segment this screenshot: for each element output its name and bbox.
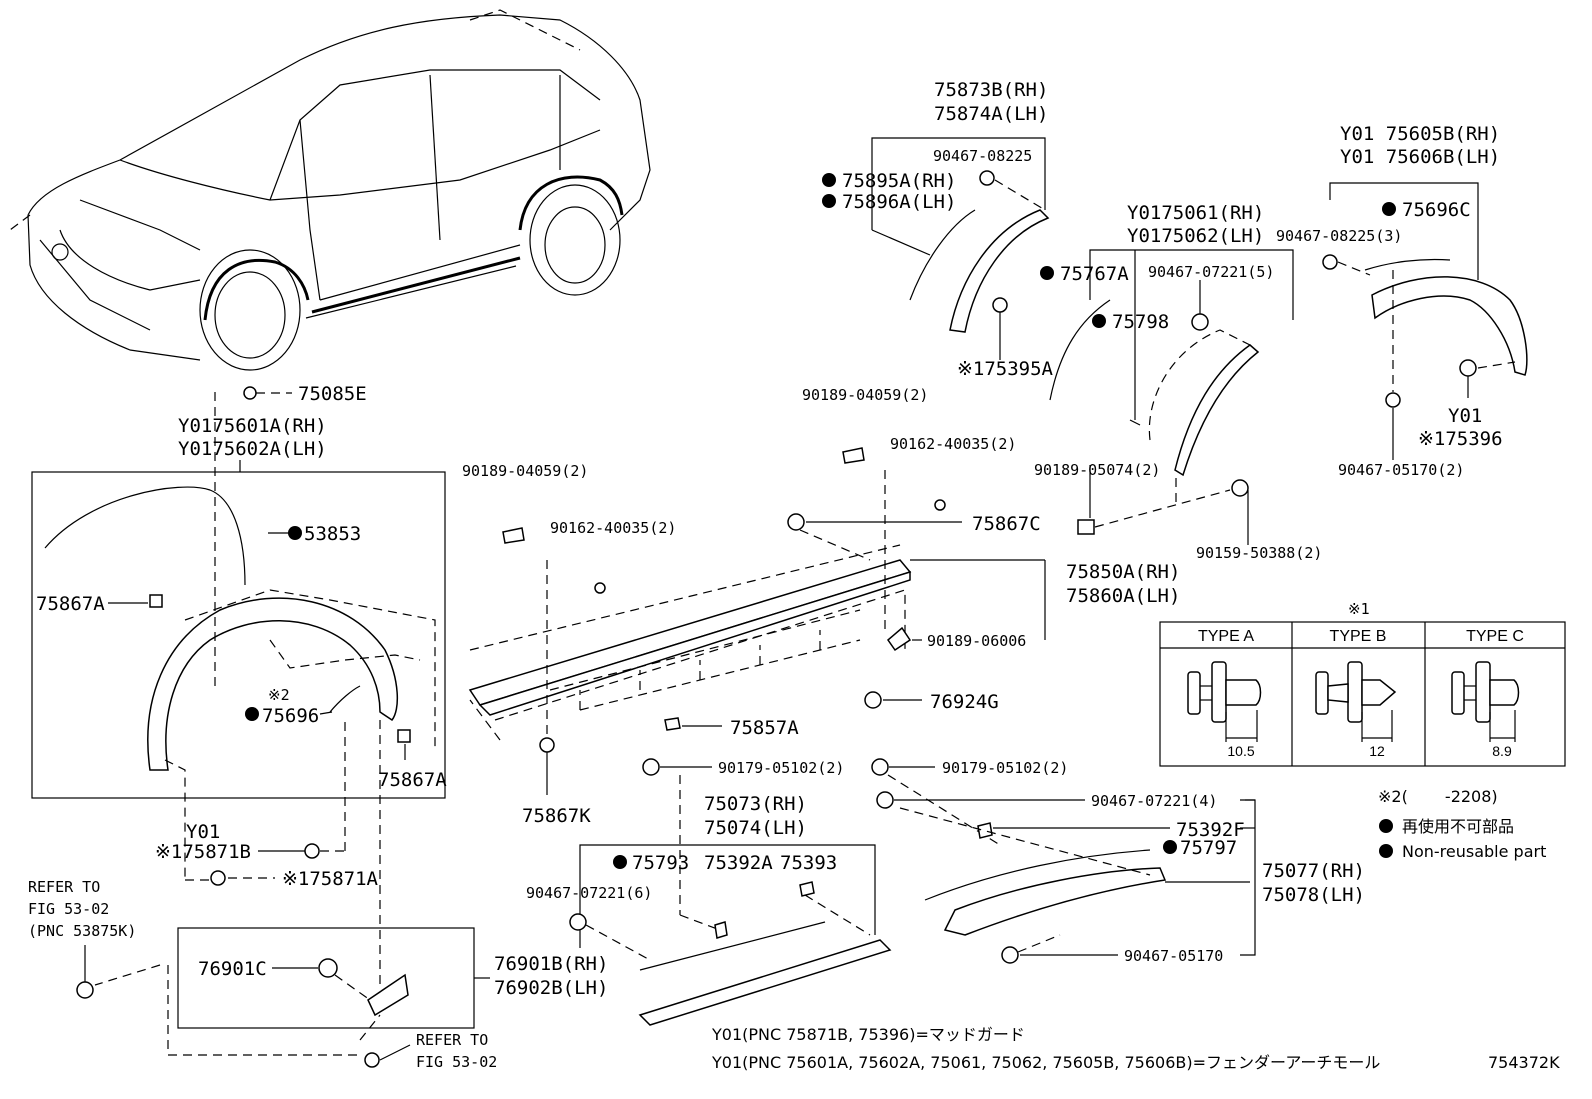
label-75896A: 75896A(LH) (842, 191, 956, 213)
label-90467-08225-3: 90467-08225(3) (1276, 227, 1402, 245)
rear-quarter-arch-group (1040, 249, 1294, 545)
label-90189-05074-2: 90189-05074(2) (1034, 461, 1160, 479)
label-75867K: 75867K (522, 805, 591, 827)
label-75798: 75798 (1112, 311, 1169, 333)
type-c-header: TYPE C (1466, 628, 1524, 645)
label-76901C: 76901C (198, 958, 267, 980)
label-75871A: ※175871A (282, 868, 379, 890)
clip-75867A-top (149, 594, 163, 608)
labels: 75085E Y0175601A(RH) Y0175602A(LH) 53853… (28, 79, 1560, 1072)
label-90467-05170: 90467-05170 (1124, 947, 1223, 965)
type-a-header: TYPE A (1198, 628, 1254, 645)
label-y01-a: Y01 (186, 821, 220, 843)
label-75077: 75077(RH) (1262, 860, 1365, 882)
rocker-molding-group (468, 447, 1046, 795)
label-75696: 75696 (262, 705, 319, 727)
label-75392F: 75392F (1176, 819, 1245, 841)
figure-id: 754372K (1488, 1053, 1560, 1072)
clip-75867A-bottom (397, 729, 411, 743)
label-75867C: 75867C (972, 513, 1041, 535)
label-y01-b: Y01 (1448, 405, 1482, 427)
type-b-clip-icon (1315, 661, 1397, 742)
rear-door-molding-group (871, 758, 1256, 964)
legend-dot-jp (1379, 819, 1393, 833)
label-refer1-a: REFER TO (28, 878, 100, 896)
label-y01-75605B: Y01 75605B(RH) (1340, 123, 1500, 145)
label-90467-05170-2: 90467-05170(2) (1338, 461, 1464, 479)
type-b-dim: 12 (1369, 743, 1385, 759)
label-75850A: 75850A(RH) (1066, 561, 1180, 583)
label-75074: 75074(LH) (704, 817, 807, 839)
label-75857A: 75857A (730, 717, 799, 739)
label-75874A: 75874A(LH) (934, 103, 1048, 125)
footnote-2: Y01(PNC 75601A, 75602A, 75061, 75062, 75… (711, 1053, 1380, 1072)
label-75392A: 75392A (704, 852, 773, 874)
label-y01-75602A: Y0175602A(LH) (178, 438, 327, 460)
label-76902B: 76902B(LH) (494, 977, 608, 999)
label-mark2: ※2 (268, 686, 290, 704)
clip-75085E (243, 386, 292, 400)
mudguard-clips (185, 720, 346, 886)
label-75085E: 75085E (298, 383, 367, 405)
label-90189-04059-2a: 90189-04059(2) (802, 386, 928, 404)
label-mark1: ※1 (1348, 600, 1370, 618)
label-90162-40035-2b: 90162-40035(2) (550, 519, 676, 537)
label-refer1-b: FIG 53-02 (28, 900, 109, 918)
label-75393: 75393 (780, 852, 837, 874)
rear-fender-arch-group (1322, 182, 1528, 460)
type-b-header: TYPE B (1330, 628, 1387, 645)
label-y01-75601A: Y0175601A(RH) (178, 415, 327, 437)
label-75395A: ※175395A (957, 358, 1054, 380)
label-76901B: 76901B(RH) (494, 953, 608, 975)
label-90189-04059-2b: 90189-04059(2) (462, 462, 588, 480)
label-53853: 53853 (304, 523, 361, 545)
label-75396: ※175396 (1418, 428, 1503, 450)
label-90467-07221-6: 90467-07221(6) (526, 884, 652, 902)
legend-dot-en (1379, 844, 1393, 858)
label-75895A: 75895A(RH) (842, 170, 956, 192)
label-75873B: 75873B(RH) (934, 79, 1048, 101)
label-75867A-1: 75867A (36, 593, 105, 615)
label-90189-06006: 90189-06006 (927, 632, 1026, 650)
front-door-molding-group (569, 758, 892, 1026)
label-refer2-a: REFER TO (416, 1031, 488, 1049)
label-y01-75061: Y0175061(RH) (1127, 202, 1264, 224)
label-90179-05102-2b: 90179-05102(2) (942, 759, 1068, 777)
mud-flap-group (76, 720, 490, 1068)
label-90159-50388-2: 90159-50388(2) (1196, 544, 1322, 562)
label-90467-07221-5: 90467-07221(5) (1148, 263, 1274, 281)
vehicle-illustration (9, 9, 651, 371)
label-75073: 75073(RH) (704, 793, 807, 815)
clip-type-table: TYPE A TYPE B TYPE C 10.5 12 8.9 (1159, 621, 1566, 767)
front-fender-group (31, 392, 446, 880)
legend-text-en: Non-reusable part (1402, 842, 1546, 861)
label-refer2-b: FIG 53-02 (416, 1053, 497, 1071)
type-c-dim: 8.9 (1492, 743, 1512, 759)
type-a-clip-icon (1187, 661, 1262, 742)
type-a-dim: 10.5 (1227, 743, 1254, 759)
type-c-clip-icon (1451, 661, 1520, 742)
label-mark2-legend: ※2( -2208) (1378, 787, 1498, 806)
label-90467-08225: 90467-08225 (933, 147, 1032, 165)
label-75797: 75797 (1180, 837, 1237, 859)
label-75793: 75793 (632, 852, 689, 874)
legend-text-jp: 再使用不可部品 (1402, 817, 1514, 836)
front-fender-box (31, 471, 446, 799)
label-y01-75062: Y0175062(LH) (1127, 225, 1264, 247)
label-75871B: ※175871B (155, 841, 251, 863)
label-75696C: 75696C (1402, 199, 1471, 221)
label-90467-07221-4: 90467-07221(4) (1091, 792, 1217, 810)
label-75860A: 75860A(LH) (1066, 585, 1180, 607)
label-75767A: 75767A (1060, 263, 1129, 285)
label-75078: 75078(LH) (1262, 884, 1365, 906)
label-refer1-c: (PNC 53875K) (28, 922, 136, 940)
label-90162-40035-2a: 90162-40035(2) (890, 435, 1016, 453)
label-y01-75606B: Y01 75606B(LH) (1340, 146, 1500, 168)
label-76924G: 76924G (930, 691, 999, 713)
footnote-1: Y01(PNC 75871B, 75396)=マッドガード (711, 1025, 1025, 1044)
rear-door-arch-group (822, 137, 1050, 360)
label-90179-05102-2a: 90179-05102(2) (718, 759, 844, 777)
label-75867A-2: 75867A (378, 769, 447, 791)
